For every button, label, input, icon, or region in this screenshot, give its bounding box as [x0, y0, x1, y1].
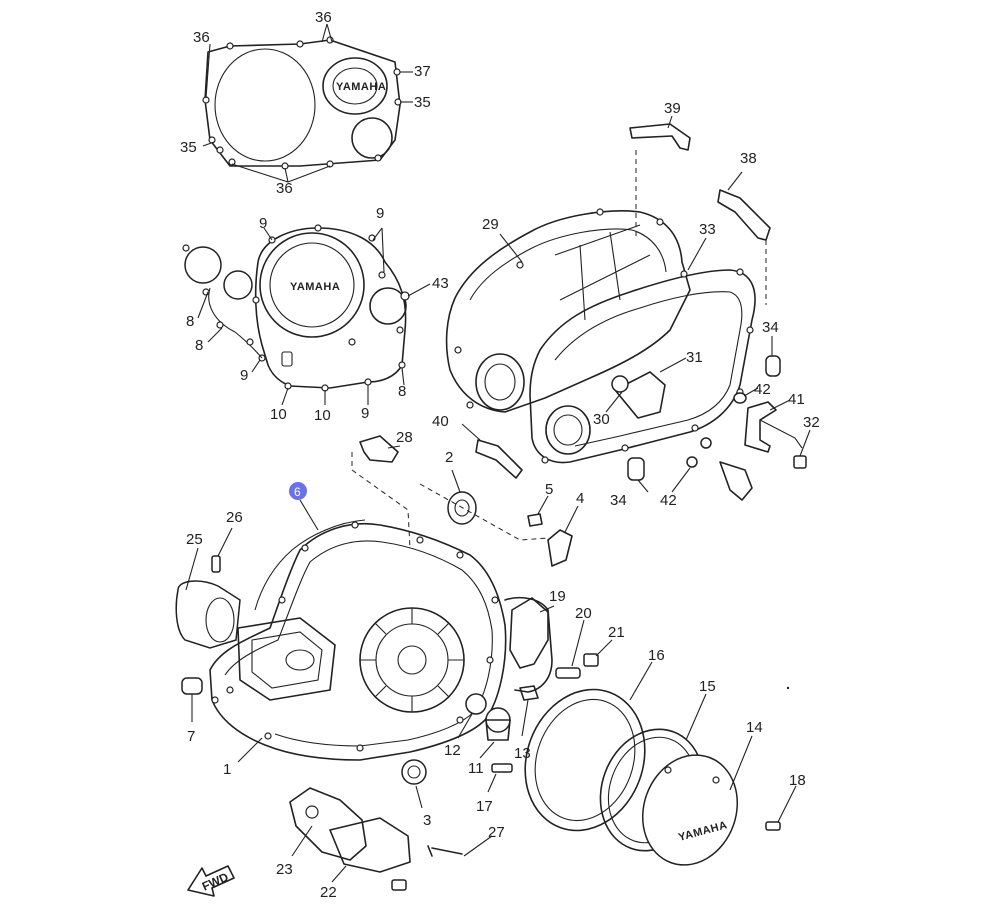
callout-13: 13: [514, 745, 531, 762]
callout-2: 2: [445, 449, 453, 466]
callout-32: 32: [803, 414, 820, 431]
callout-14: 14: [746, 719, 763, 736]
callout-29: 29: [482, 216, 499, 233]
callout-26: 26: [226, 509, 243, 526]
small-parts-upper: [351, 423, 579, 567]
brackets-38-39: [629, 115, 771, 241]
callout-18: 18: [789, 772, 806, 789]
callout-9: 9: [259, 215, 267, 232]
callout-21: 21: [608, 624, 625, 641]
callout-37: 37: [414, 63, 431, 80]
top-gasket: YAMAHA: [202, 23, 413, 183]
callout-labels: 36 36 36 37 35 35 39 38 9 9 9 9 43 29 33…: [180, 9, 820, 901]
callout-4: 4: [576, 490, 584, 507]
callout-9: 9: [240, 367, 248, 384]
callout-5: 5: [545, 481, 553, 498]
callout-31: 31: [686, 349, 703, 366]
callout-8: 8: [195, 337, 203, 354]
bottom-parts: [289, 787, 493, 891]
callout-30: 30: [593, 411, 610, 428]
callout-17: 17: [476, 798, 493, 815]
callout-41: 41: [788, 391, 805, 408]
callout-34: 34: [762, 319, 779, 336]
callout-36: 36: [193, 29, 210, 46]
crankcase-cover: [209, 499, 553, 763]
callout-8: 8: [398, 383, 406, 400]
callout-42: 42: [754, 381, 771, 398]
callout-10: 10: [270, 406, 287, 423]
callout-16: 16: [648, 647, 665, 664]
callout-39: 39: [664, 100, 681, 117]
callout-36: 36: [315, 9, 332, 26]
callout-38: 38: [740, 150, 757, 167]
logo-yamaha-mid: YAMAHA: [290, 281, 340, 293]
callout-12: 12: [444, 742, 461, 759]
center-small-parts: [401, 597, 613, 809]
callout-9: 9: [361, 405, 369, 422]
callout-23: 23: [276, 861, 293, 878]
callout-43: 43: [432, 275, 449, 292]
callout-36: 36: [276, 180, 293, 197]
left-small-parts: [175, 527, 241, 722]
callout-34: 34: [610, 492, 627, 509]
callout-7: 7: [187, 728, 195, 745]
callout-8: 8: [186, 313, 194, 330]
callout-33: 33: [699, 221, 716, 238]
callout-19: 19: [549, 588, 566, 605]
generator-cover: YAMAHA: [182, 224, 431, 406]
shift-linkage-parts: [627, 336, 811, 501]
logo-yamaha-top: YAMAHA: [336, 81, 386, 93]
callout-35: 35: [414, 94, 431, 111]
callout-25: 25: [186, 531, 203, 548]
callout-35: 35: [180, 139, 197, 156]
callout-27: 27: [488, 824, 505, 841]
callout-22: 22: [320, 884, 337, 901]
callout-1: 1: [223, 761, 231, 778]
stray-dot: [786, 686, 790, 690]
callout-15: 15: [699, 678, 716, 695]
highlighted-callout-6[interactable]: 6: [289, 482, 307, 500]
callout-9: 9: [376, 205, 384, 222]
highlight-label: 6: [294, 485, 301, 499]
round-cover-group: YAMAHA: [524, 661, 797, 866]
fwd-arrow: FWD: [187, 865, 235, 897]
callout-11: 11: [468, 760, 484, 777]
callout-20: 20: [575, 605, 592, 622]
callout-40: 40: [432, 413, 449, 430]
callout-10: 10: [314, 407, 331, 424]
callout-3: 3: [423, 812, 431, 829]
callout-42: 42: [660, 492, 677, 509]
chain-case-covers: [445, 150, 767, 464]
callout-28: 28: [396, 429, 413, 446]
